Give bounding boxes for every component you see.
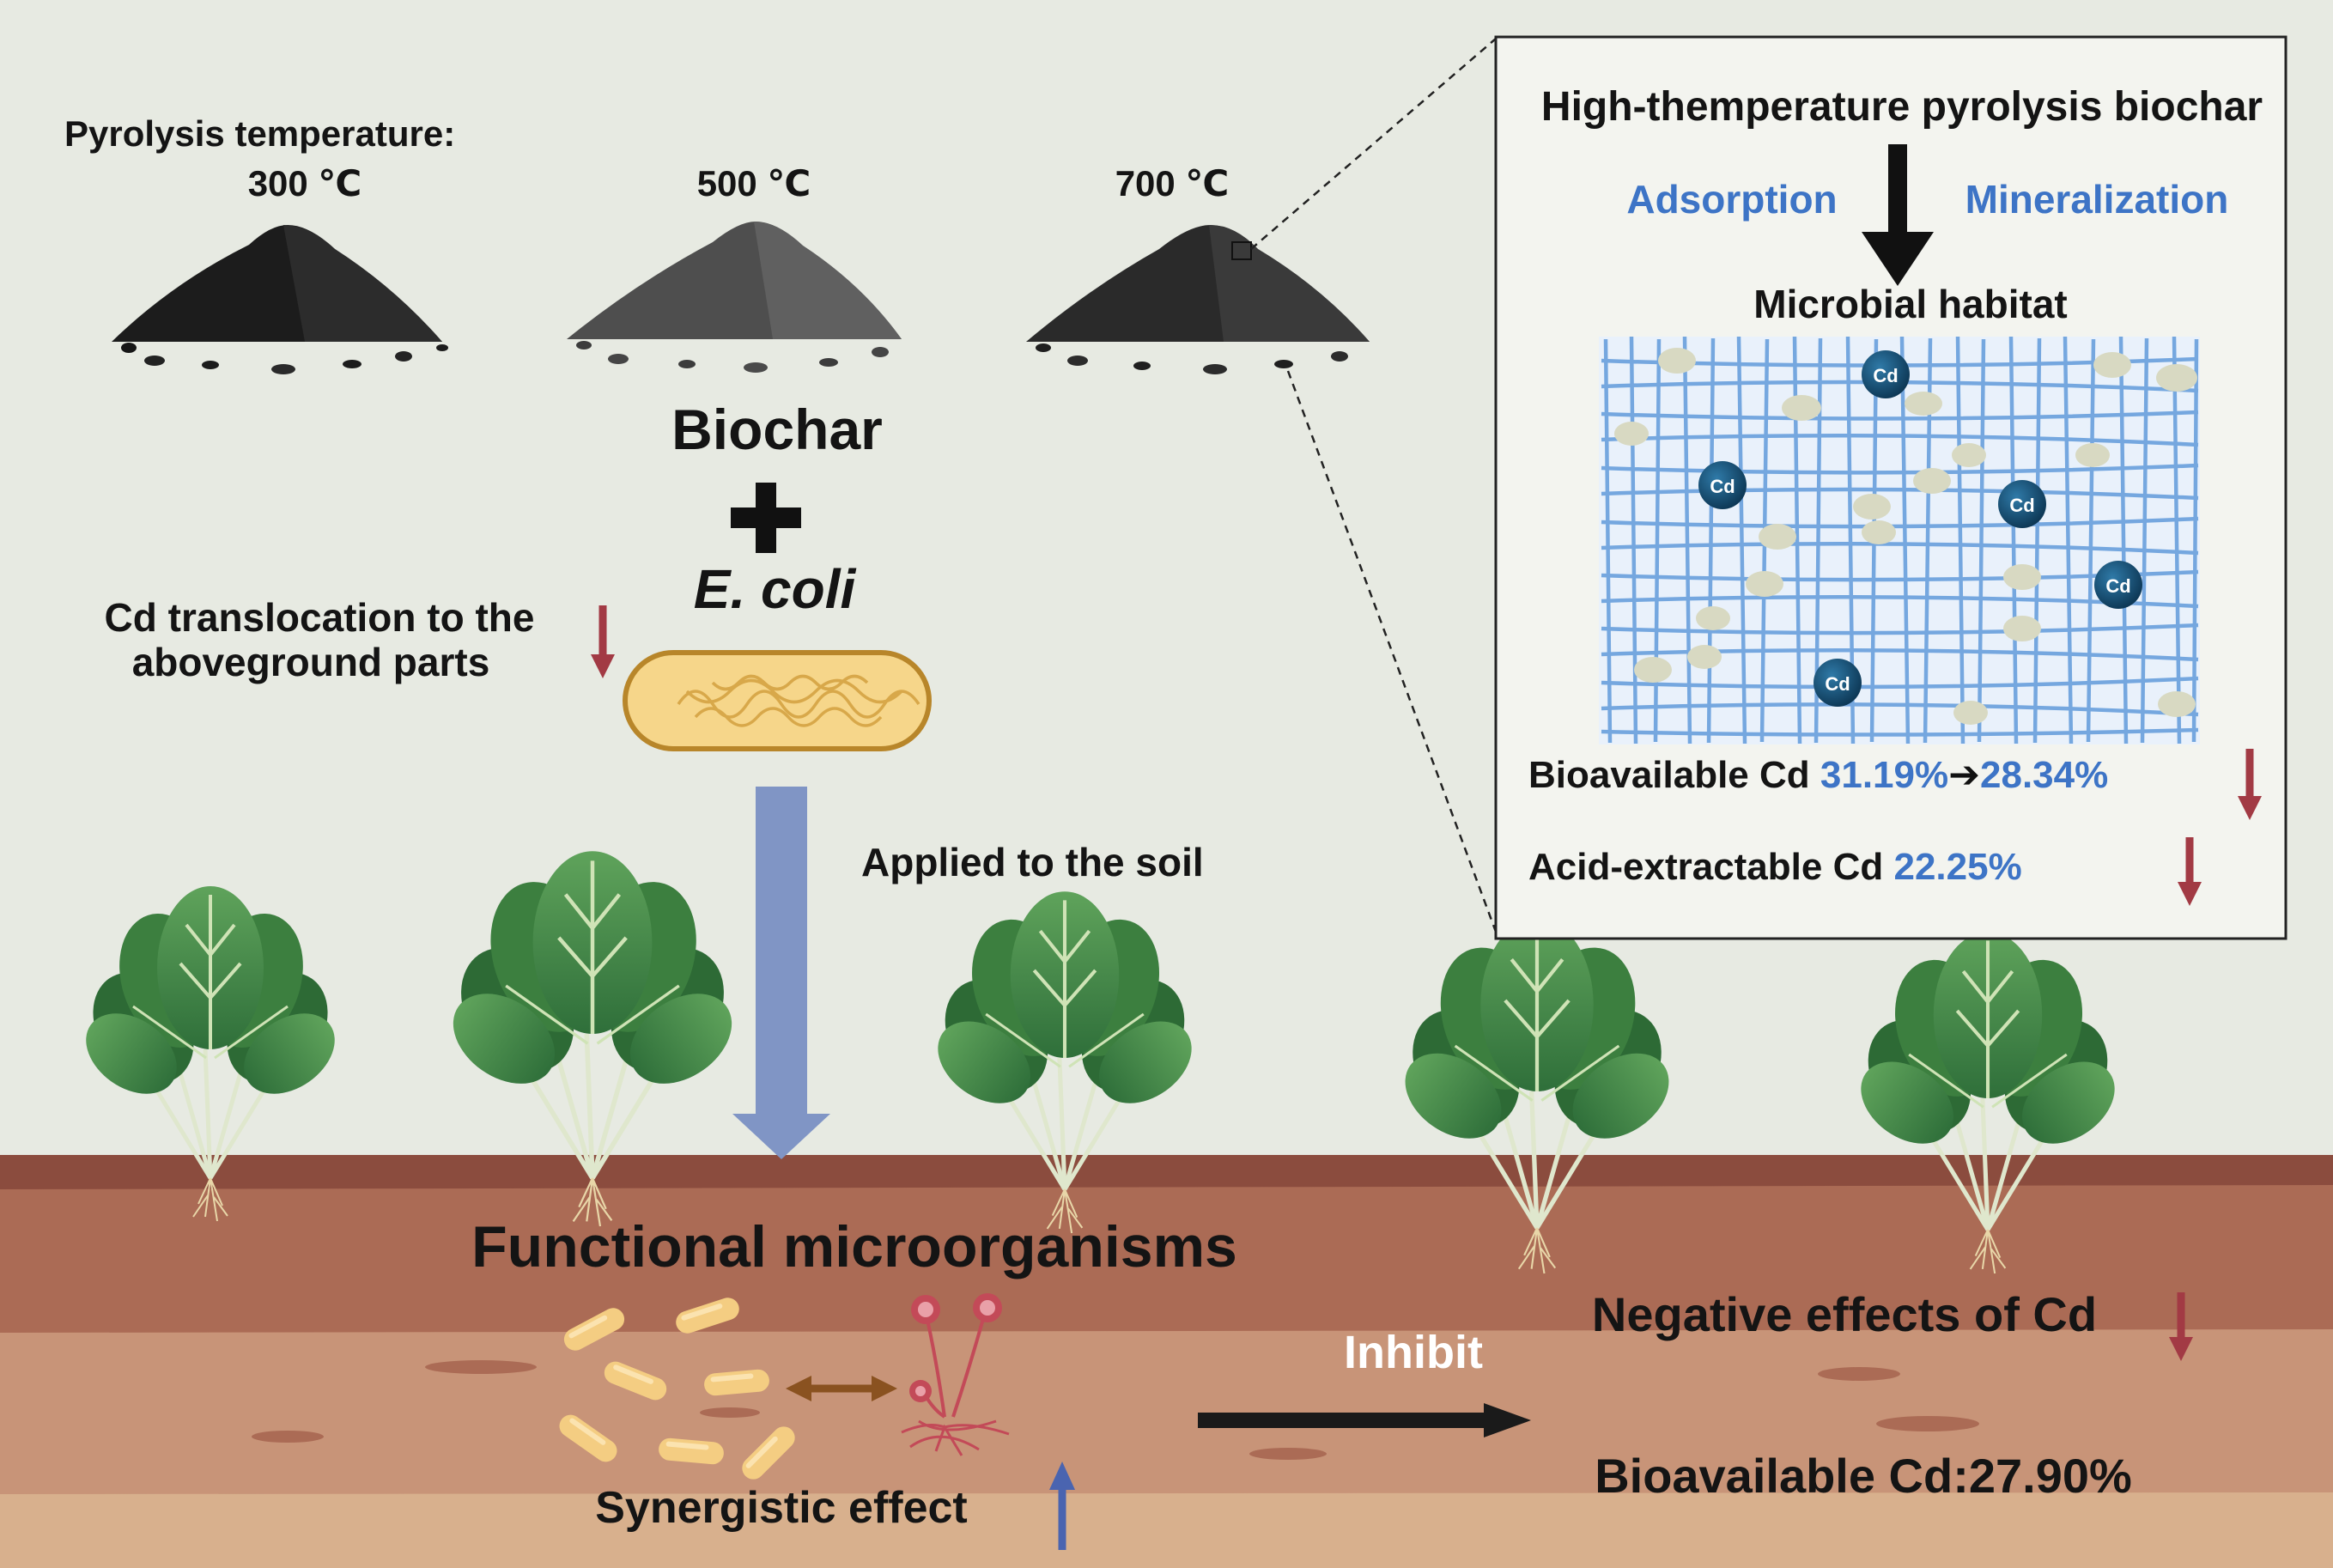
cd-ion-label: Cd bbox=[1873, 365, 1898, 386]
pyrolysis-heading: Pyrolysis temperature: bbox=[64, 113, 455, 154]
cd-ion-icon: Cd bbox=[1998, 480, 2046, 528]
inset-panel: High-themperature pyrolysis biochar Adso… bbox=[1494, 35, 2287, 940]
temp-label-500: 500 ℃ bbox=[697, 163, 811, 204]
translocation-line2: aboveground parts bbox=[132, 640, 490, 684]
temp-label-700: 700 ℃ bbox=[1115, 163, 1230, 204]
acid-extractable-value: 22.25% bbox=[1893, 846, 2021, 888]
pore-particles bbox=[1614, 348, 2197, 725]
bioavailable-cd-before: 31.19% bbox=[1820, 754, 1948, 796]
down-arrow-icon bbox=[1862, 144, 1934, 286]
decrease-arrow-icon bbox=[2169, 1292, 2193, 1361]
ecoli-cell-icon bbox=[623, 650, 932, 751]
decrease-arrow-icon bbox=[2238, 749, 2262, 820]
change-arrow-icon: ➔ bbox=[1948, 754, 1980, 796]
cd-ion-icon: Cd bbox=[2094, 561, 2142, 609]
microbial-habitat-label: Microbial habitat bbox=[1753, 282, 2067, 326]
fungus-icon bbox=[901, 1293, 1010, 1456]
synergistic-effect-label: Synergistic effect bbox=[595, 1483, 968, 1533]
mineralization-label: Mineralization bbox=[1965, 177, 2229, 222]
acid-extractable-line: Acid-extractable Cd 22.25% bbox=[1528, 846, 2022, 888]
cd-ion-label: Cd bbox=[2105, 575, 2130, 597]
bioavailable-cd-label: Bioavailable Cd bbox=[1528, 754, 1820, 796]
acid-extractable-label: Acid-extractable Cd bbox=[1528, 846, 1893, 888]
applied-to-soil-label: Applied to the soil bbox=[861, 840, 1204, 884]
cd-ions: Cd Cd Cd Cd Cd bbox=[1698, 350, 2142, 707]
bioavailable-cd-line: Bioavailable Cd 31.19%➔28.34% bbox=[1528, 754, 2108, 796]
cd-ion-label: Cd bbox=[1710, 476, 1735, 497]
cd-ion-label: Cd bbox=[1825, 673, 1850, 695]
biochar-pile-500 bbox=[567, 222, 902, 373]
biochar-pile-300 bbox=[112, 225, 448, 374]
double-arrow-icon bbox=[786, 1376, 897, 1401]
decrease-arrow-icon bbox=[2178, 837, 2202, 906]
adsorption-label: Adsorption bbox=[1626, 177, 1837, 222]
decrease-arrow-icon bbox=[591, 605, 615, 678]
bioavailable-cd-after: 28.34% bbox=[1980, 754, 2108, 796]
biochar-label: Biochar bbox=[671, 398, 883, 461]
soil-layers bbox=[0, 1155, 2333, 1568]
inhibit-arrow-icon bbox=[1198, 1403, 1531, 1437]
cd-ion-icon: Cd bbox=[1698, 461, 1747, 509]
bioavailable-cd-result: Bioavailable Cd:27.90% bbox=[1595, 1449, 2132, 1503]
cd-ion-label: Cd bbox=[2009, 495, 2034, 516]
plus-icon bbox=[731, 483, 801, 553]
cd-ion-icon: Cd bbox=[1814, 659, 1862, 707]
inhibit-label: Inhibit bbox=[1344, 1327, 1483, 1378]
functional-microorganisms-label: Functional microorganisms bbox=[471, 1214, 1237, 1279]
biochar-pore-mesh: Cd Cd Cd Cd Cd bbox=[1599, 336, 2200, 744]
inset-title: High-themperature pyrolysis biochar bbox=[1541, 84, 2263, 130]
negative-effects-label: Negative effects of Cd bbox=[1592, 1287, 2097, 1341]
ecoli-label: E. coli bbox=[694, 558, 857, 620]
biochar-pile-700 bbox=[1026, 225, 1370, 374]
temp-label-300: 300 ℃ bbox=[248, 163, 362, 204]
zoom-leader-lines bbox=[1250, 38, 1498, 933]
applied-arrow-icon bbox=[732, 787, 830, 1159]
translocation-line1: Cd translocation to the bbox=[105, 595, 535, 640]
increase-arrow-icon bbox=[1049, 1462, 1075, 1550]
cd-ion-icon: Cd bbox=[1862, 350, 1910, 398]
